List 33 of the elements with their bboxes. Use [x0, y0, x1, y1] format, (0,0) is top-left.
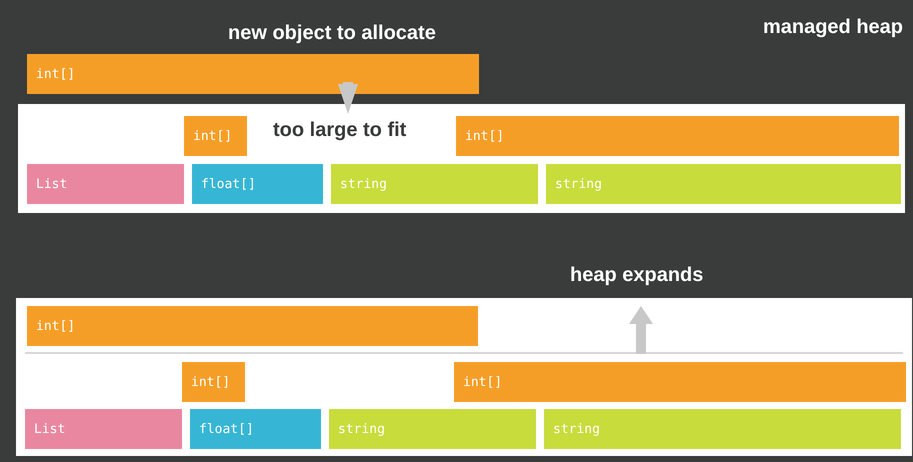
type-label: int[] [465, 128, 504, 144]
memory-block [182, 362, 245, 402]
memory-block [454, 362, 906, 402]
arrow [338, 82, 358, 114]
type-label: int[] [191, 374, 230, 390]
heap-title: managed heap [762, 16, 903, 39]
type-label: int[] [36, 66, 76, 82]
type-label: float[] [199, 422, 254, 436]
heap-region [18, 104, 905, 213]
type-label: string [338, 422, 385, 436]
memory-block [544, 409, 901, 449]
memory-block [329, 409, 536, 449]
type-label: string [340, 176, 387, 192]
type-label: int[] [36, 318, 76, 334]
type-label: List [36, 176, 68, 192]
type-label: string [553, 422, 600, 436]
memory-block [27, 306, 478, 346]
memory-block [192, 164, 323, 204]
heading: new object to allocate [228, 22, 436, 45]
memory-block [190, 409, 321, 449]
memory-block [27, 164, 184, 204]
memory-block [456, 116, 899, 156]
type-label: int[] [193, 128, 232, 144]
type-label: int[] [463, 374, 502, 390]
type-label: string [555, 176, 602, 192]
memory-block [546, 164, 901, 204]
type-label: float[] [201, 176, 256, 192]
heading: heap expands [570, 264, 704, 287]
memory-block [25, 409, 182, 449]
memory-block [331, 164, 538, 204]
status-note: too large to fit [273, 119, 406, 142]
type-label: List [34, 422, 66, 436]
memory-block [184, 116, 247, 156]
